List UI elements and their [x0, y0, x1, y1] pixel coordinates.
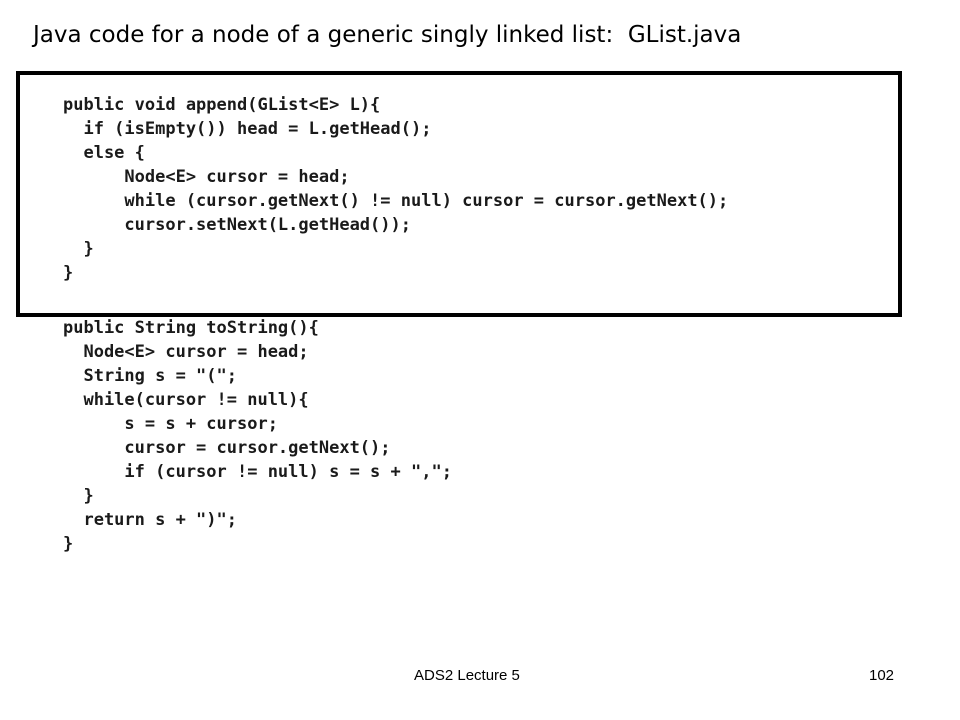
- code-line: public String toString(){: [63, 318, 319, 338]
- code-line: }: [63, 263, 74, 283]
- code-line: return s + ")";: [63, 510, 237, 530]
- code-line: while(cursor != null){: [63, 390, 309, 410]
- code-line: Node<E> cursor = head;: [63, 342, 309, 362]
- code-line: }: [63, 239, 94, 259]
- code-line: }: [63, 534, 74, 554]
- append-method-code: public void append(GList<E> L){ if (isEm…: [63, 93, 728, 285]
- code-line: if (isEmpty()) head = L.getHead();: [63, 119, 432, 139]
- code-line: String s = "(";: [63, 366, 237, 386]
- highlight-box: [16, 71, 902, 317]
- code-line: cursor.setNext(L.getHead());: [63, 215, 411, 235]
- slide-title: Java code for a node of a generic singly…: [33, 22, 742, 48]
- code-line: while (cursor.getNext() != null) cursor …: [63, 191, 729, 211]
- code-line: s = s + cursor;: [63, 414, 278, 434]
- tostring-method-code: public String toString(){ Node<E> cursor…: [63, 316, 452, 556]
- code-line: if (cursor != null) s = s + ",";: [63, 462, 452, 482]
- code-line: Node<E> cursor = head;: [63, 167, 350, 187]
- code-line: }: [63, 486, 94, 506]
- footer-lecture-label: ADS2 Lecture 5: [414, 667, 520, 684]
- code-line: cursor = cursor.getNext();: [63, 438, 391, 458]
- page-number: 102: [869, 667, 895, 684]
- code-line: public void append(GList<E> L){: [63, 95, 381, 115]
- code-line: else {: [63, 143, 145, 163]
